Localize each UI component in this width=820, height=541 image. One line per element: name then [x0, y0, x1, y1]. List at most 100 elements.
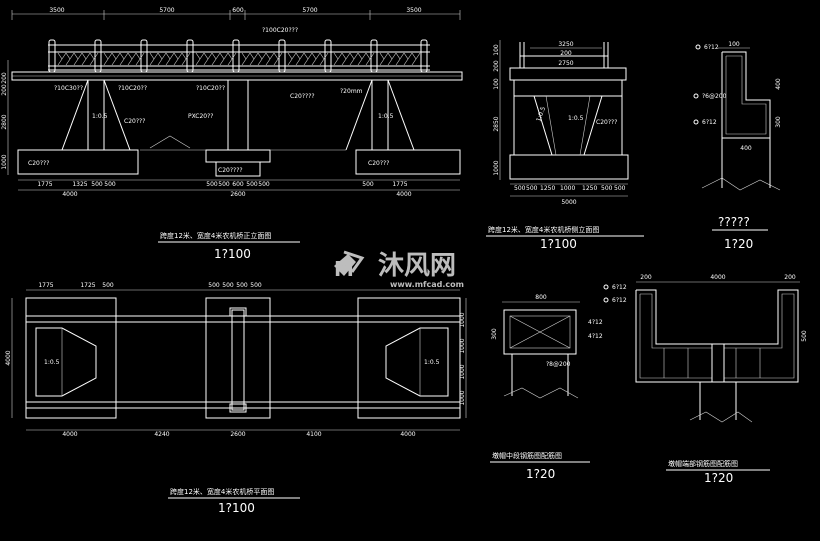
abutment-section-dim-4: 500 [801, 330, 808, 342]
detail-small-label-2: ?6@200 [702, 93, 727, 100]
front-bottom-dim-5: 4000 [62, 191, 77, 198]
plan-caption: 跨度12米、宽度4米农机桥平面图 [170, 487, 274, 496]
plan-top-dim-2: 1725 [80, 282, 95, 289]
side-left-leg [513, 95, 553, 156]
center-pier [227, 79, 249, 151]
railing-lattice-segment [365, 52, 375, 66]
pier-section-outline [503, 309, 577, 355]
abutment-section-label-2: 6?12 [612, 297, 627, 304]
right-abutment-footing [355, 149, 461, 175]
front-elevation-caption: 跨度12米、宽度4米农机桥正立面图 [160, 231, 271, 240]
abutment-section-dim-3: 200 [784, 274, 796, 281]
side-bottom-dim-7: 500 [614, 185, 626, 192]
front-right-dim-1: 500 [362, 181, 374, 188]
watermark: M 沐风网 www.mfcad.com [334, 250, 464, 289]
front-label-4: PXC20?? [188, 113, 214, 120]
railing-lattice-segment [311, 52, 321, 66]
plan-pier [205, 297, 271, 419]
side-label-3: 1:0.5 [568, 115, 584, 122]
railing-lattice-segment [227, 52, 237, 66]
front-label-12: 1:0.5 [92, 113, 108, 120]
center-pier-cap-base [205, 149, 271, 163]
left-abutment-footing [17, 149, 139, 175]
abutment-section-dim-2: 4000 [710, 274, 725, 281]
side-side-dim-4: 2850 [493, 116, 500, 131]
abutment-section-caption: 墩帽端部钢筋图配筋图 [668, 459, 738, 468]
side-elevation-scale: 1?100 [540, 237, 577, 251]
pier-section-label-3: ?8@200 [546, 361, 571, 368]
detail-small-caption: ????? [718, 215, 750, 229]
front-elevation: 3500 5700 600 5700 3500 20 [1, 7, 463, 261]
detail-small-outline [721, 51, 771, 139]
railing-lattice-segment [287, 52, 297, 66]
front-side-dim-4: 1000 [1, 154, 8, 169]
front-label-9: ?10C20?? [196, 85, 225, 92]
front-mid-dim-6: 2600 [230, 191, 245, 198]
railing-lattice-segment [135, 52, 145, 66]
railing-lattice-segment [89, 52, 99, 66]
plan-scale: 1?100 [218, 501, 255, 515]
front-top-dim-4: 5700 [302, 7, 317, 14]
railing-lattice-segment [273, 52, 283, 66]
railing-lattice-segment [395, 52, 405, 66]
pier-section-label-2: 4?12 [588, 333, 603, 340]
plan-label-2: 1:0.5 [424, 359, 440, 366]
railing-lattice-segment [173, 52, 183, 66]
front-elevation-scale: 1?100 [214, 247, 251, 261]
railing-lattice-segment [249, 52, 259, 66]
railing-lattice-segment [119, 52, 129, 66]
side-side-dim-2: 200 [493, 60, 500, 72]
plan-bottom-dim-1: 4000 [62, 431, 77, 438]
detail-small-scale: 1?20 [724, 237, 753, 251]
plan-side-dim-right-4: 1000 [459, 390, 466, 405]
plan-bottom-dim-2: 4240 [154, 431, 169, 438]
railing-lattice-segment [165, 52, 175, 66]
detail-small-label-1: 6?12 [704, 44, 719, 51]
abutment-section-outline [635, 289, 799, 383]
front-label-7: ?10C30?? [54, 85, 83, 92]
railing-lattice-segment [333, 52, 343, 66]
plan-side-dim-left: 4000 [5, 350, 12, 365]
front-top-dim-3: 600 [232, 7, 244, 14]
front-mid-dim-4: 500 [246, 181, 258, 188]
railing-lattice-segment [379, 52, 389, 66]
side-label-1: C20??? [596, 119, 617, 126]
railing-lattice-segment [319, 52, 329, 66]
railing-lattice-segment [65, 52, 75, 66]
front-mid-dim-5: 500 [258, 181, 270, 188]
railing-lattice-segment [357, 52, 367, 66]
center-pier-footing [215, 161, 261, 177]
railing-lattice-segment [349, 52, 359, 66]
railing-lattice-segment [81, 52, 91, 66]
front-bottom-dim-2: 1325 [72, 181, 87, 188]
side-elevation-caption: 跨度12米、宽度4米农机桥侧立面图 [488, 225, 599, 234]
abutment-section-label-1: 6?12 [612, 284, 627, 291]
side-cap-beam [513, 79, 623, 97]
railing-lattice-segment [149, 52, 159, 66]
plan-top-dim-5: 500 [222, 282, 234, 289]
pier-section: 800 300 4?12 4?12 ?8@200 墩帽中段钢筋图配筋图 1?20 [490, 294, 603, 481]
front-top-dim-2: 5700 [159, 7, 174, 14]
railing-lattice-segment [341, 52, 351, 66]
front-top-dim-5: 3500 [406, 7, 421, 14]
railing-lattice-segment [219, 52, 229, 66]
railing-lattice-segment [387, 52, 397, 66]
side-side-dim-3: 100 [493, 78, 500, 90]
front-label-5: C20??? [368, 160, 389, 167]
front-label-11: C20???? [290, 93, 315, 100]
pier-section-caption: 墩帽中段钢筋图配筋图 [492, 451, 562, 460]
railing-lattice-segment [403, 52, 413, 66]
watermark-logo-icon: M [334, 250, 365, 281]
plan-label-1: 1:0.5 [44, 359, 60, 366]
front-mid-dim-3: 600 [232, 181, 244, 188]
side-bottom-dim-4: 1000 [560, 185, 575, 192]
front-label-10: ?20mm [340, 88, 363, 95]
front-right-dim-2: 1775 [392, 181, 407, 188]
front-label-2: C20??? [124, 118, 145, 125]
pier-section-label-1: 4?12 [588, 319, 603, 326]
railing-lattice-segment [303, 52, 313, 66]
railing-lattice-segment [411, 52, 421, 66]
front-top-dim-1: 3500 [49, 7, 64, 14]
side-bottom-dim-6: 500 [601, 185, 613, 192]
front-mid-dim-1: 500 [206, 181, 218, 188]
